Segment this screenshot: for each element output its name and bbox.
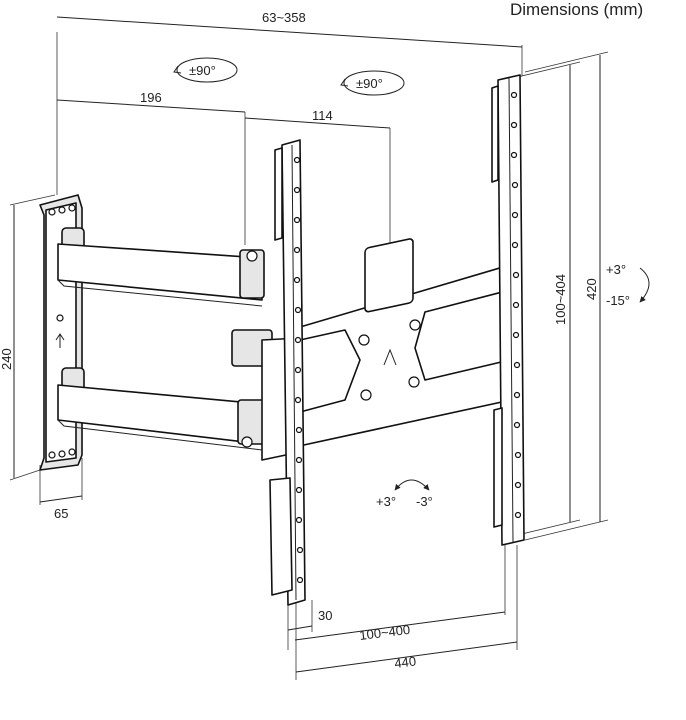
lower-arm	[57, 384, 263, 445]
diagram-title: Dimensions (mm)	[510, 0, 643, 19]
dimension-labels: 63~358 196 114 240 65 100~404 420 30 100…	[0, 10, 599, 671]
rotation-level-minus: -3°	[416, 494, 433, 509]
tv-mount-illustration	[39, 74, 525, 606]
rotation-level-plus: +3°	[376, 494, 396, 509]
rotation-indicators: ±90° ±90° +3° -15° +3° -3°	[173, 57, 650, 509]
dim-thickness: 30	[318, 608, 332, 623]
dim-inner-arm-length: 114	[312, 108, 333, 123]
left-rail-holes	[293, 156, 304, 584]
rotation-arrow-icon	[639, 267, 650, 303]
rotation-swivel-arm: ±90°	[189, 63, 216, 78]
dim-height: 420	[584, 278, 599, 300]
rotation-arrow-icon	[394, 479, 430, 491]
rotation-tilt-up: +3°	[606, 262, 626, 277]
rotation-swivel-head: ±90°	[356, 76, 383, 91]
rotation-arrow-icon	[176, 57, 238, 83]
dimension-lines	[9, 16, 609, 680]
upper-arm	[57, 243, 263, 301]
dim-plate-depth: 65	[54, 506, 68, 521]
rotation-arrow-icon	[343, 70, 405, 96]
dim-overall-depth: 63~358	[262, 10, 306, 25]
dim-width: 440	[394, 653, 417, 671]
dim-vertical-hole-spacing: 100~404	[553, 274, 568, 325]
up-arrow-icon	[55, 333, 65, 348]
dim-plate-height: 240	[0, 348, 14, 370]
rotation-tilt-down: -15°	[606, 293, 630, 308]
dim-arm-length: 196	[140, 90, 162, 105]
dim-horizontal-hole-spacing: 100~400	[359, 622, 411, 643]
right-rail-holes	[510, 91, 522, 519]
